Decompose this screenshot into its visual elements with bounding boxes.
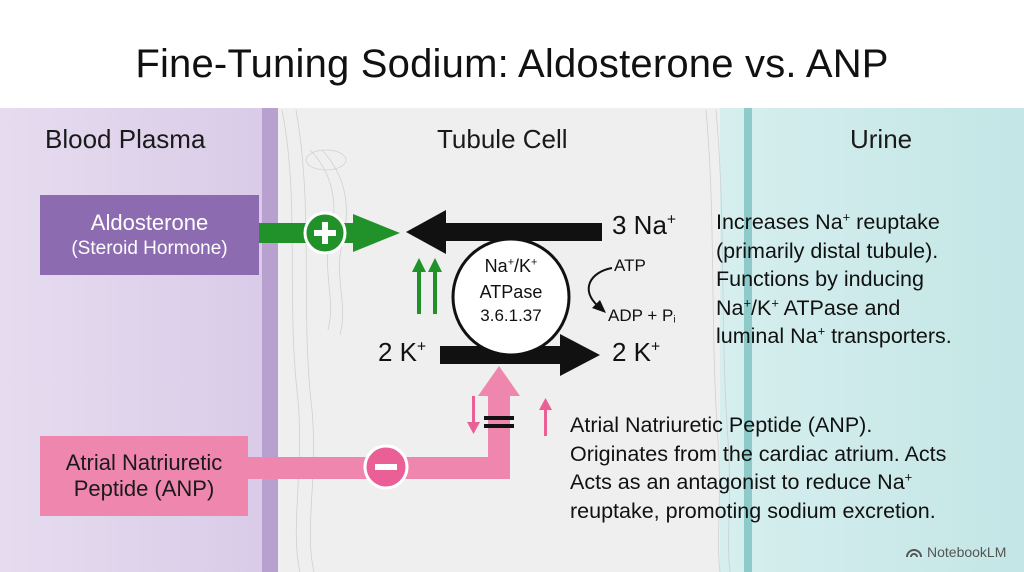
sodium-in-label: 3 Na+: [612, 210, 677, 240]
aldo-desc-line4: Na+/K+ ATPase and: [716, 294, 901, 320]
aldo-desc-line5: luminal Na+ transporters.: [716, 323, 952, 348]
pump-label-line2: ATPase: [479, 282, 543, 302]
anp-description: Atrial Natriuretic Peptide (ANP). Origin…: [570, 411, 946, 525]
atp-hydrolysis-arrowhead: [592, 300, 606, 313]
aldosterone-description: Increases Na+ reuptake (primarily distal…: [716, 208, 952, 351]
anp-name-line2: Peptide (ANP): [73, 476, 215, 501]
page-title: Fine-Tuning Sodium: Aldosterone vs. ANP: [135, 42, 889, 86]
na-k-atpase-pump: [451, 237, 571, 357]
blood-plasma-label: Blood Plasma: [45, 124, 206, 154]
aldosterone-box: Aldosterone (Steroid Hormone): [40, 195, 259, 275]
pump-label-line1: Na+/K+: [484, 256, 538, 276]
anp-name-line1: Atrial Natriuretic: [65, 450, 223, 475]
tubule-cell-label: Tubule Cell: [437, 124, 568, 154]
aldo-desc-line1: Increases Na+ reuptake: [716, 209, 940, 234]
minus-icon: [375, 464, 397, 470]
aldo-desc-line2: (primarily distal tubule).: [716, 238, 939, 263]
inhibition-bar-1: [484, 416, 514, 420]
anp-desc-line4: reuptake, promoting sodium excretion.: [570, 498, 936, 523]
upregulation-arrows: [412, 258, 442, 314]
anp-arrowhead: [478, 366, 520, 396]
anp-small-arrows: [467, 396, 552, 436]
potassium-arrowhead: [560, 334, 600, 376]
urine-label: Urine: [850, 124, 913, 154]
sodium-import-arrowhead: [406, 210, 446, 254]
atp-label: ATP: [614, 256, 646, 275]
inhibition-bar-2: [484, 424, 514, 428]
potassium-left-label: 2 K+: [378, 337, 427, 367]
aldo-desc-line3: Functions by inducing: [716, 267, 924, 291]
anp-desc-line1: Atrial Natriuretic Peptide (ANP).: [570, 413, 873, 437]
pump-ec-number: 3.6.1.37: [480, 306, 542, 325]
anp-desc-line2: Originates from the cardiac atrium. Acts: [570, 441, 947, 466]
anp-box: Atrial Natriuretic Peptide (ANP): [40, 436, 248, 516]
notebooklm-watermark: NotebookLM: [906, 544, 1006, 560]
adp-label: ADP + Pi: [608, 306, 676, 326]
sodium-import-shaft: [440, 223, 602, 241]
anp-desc-line3: Acts as an antagonist to reduce Na+: [570, 469, 913, 494]
anp-pathway-riser: [488, 392, 510, 479]
notebooklm-logo-icon: [906, 549, 922, 558]
atp-hydrolysis-arrow: [587, 267, 613, 307]
potassium-right-label: 2 K+: [612, 337, 661, 367]
aldosterone-arrowhead: [353, 214, 400, 252]
aldosterone-subtitle: (Steroid Hormone): [71, 238, 228, 259]
watermark-text: NotebookLM: [927, 544, 1007, 560]
plus-icon-v: [322, 222, 328, 244]
urine-region: [720, 108, 1024, 572]
luminal-membrane: [744, 108, 752, 572]
aldosterone-name: Aldosterone: [90, 210, 209, 235]
